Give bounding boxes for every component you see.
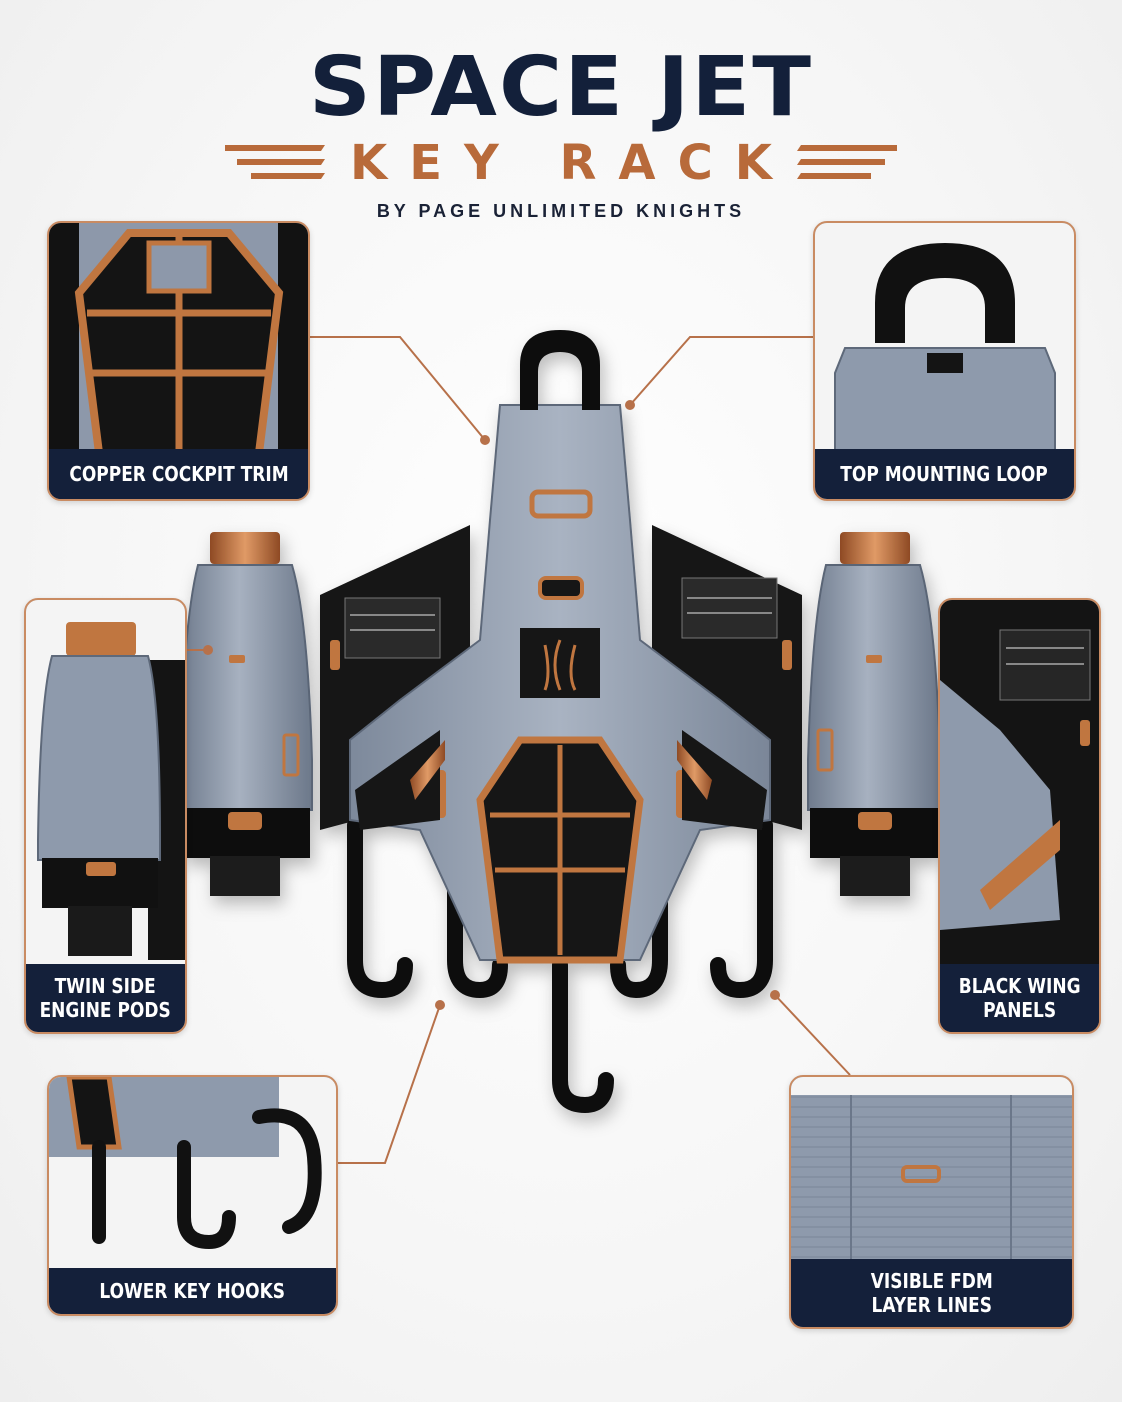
fuselage [349,404,771,964]
callout-visible-fdm-layer-lines: VISIBLE FDM LAYER LINES [789,1075,1074,1329]
callout-black-wing-panels: BLACK WING PANELS [938,598,1101,1034]
page-subtitle: KEY RACK [350,135,794,191]
byline: BY PAGE UNLIMITED KNIGHTS [376,201,746,221]
wing-panels-closeup-image [940,600,1099,1032]
engine-pods-closeup-image [26,600,185,1032]
left-speed-lines-icon [225,145,325,179]
callout-caption: VISIBLE FDM LAYER LINES [791,1259,1072,1327]
page-title: SPACE JET [308,40,814,135]
callout-twin-side-engine-pods: TWIN SIDE ENGINE PODS [24,598,187,1034]
callout-caption: BLACK WING PANELS [940,964,1099,1032]
right-engine-pod [807,532,941,896]
callout-caption: TOP MOUNTING LOOP [815,449,1074,499]
callout-lower-key-hooks: LOWER KEY HOOKS [47,1075,338,1316]
top-loop [520,330,600,410]
subtitle-row: KEY RACK [0,133,1122,193]
callout-caption: COPPER COCKPIT TRIM [49,449,308,499]
callout-top-mounting-loop: TOP MOUNTING LOOP [813,221,1076,501]
callout-caption: TWIN SIDE ENGINE PODS [26,964,185,1032]
left-engine-pod [179,532,313,896]
callout-caption: LOWER KEY HOOKS [49,1268,336,1314]
right-speed-lines-icon [797,145,897,179]
callout-copper-cockpit-trim: COPPER COCKPIT TRIM [47,221,310,501]
